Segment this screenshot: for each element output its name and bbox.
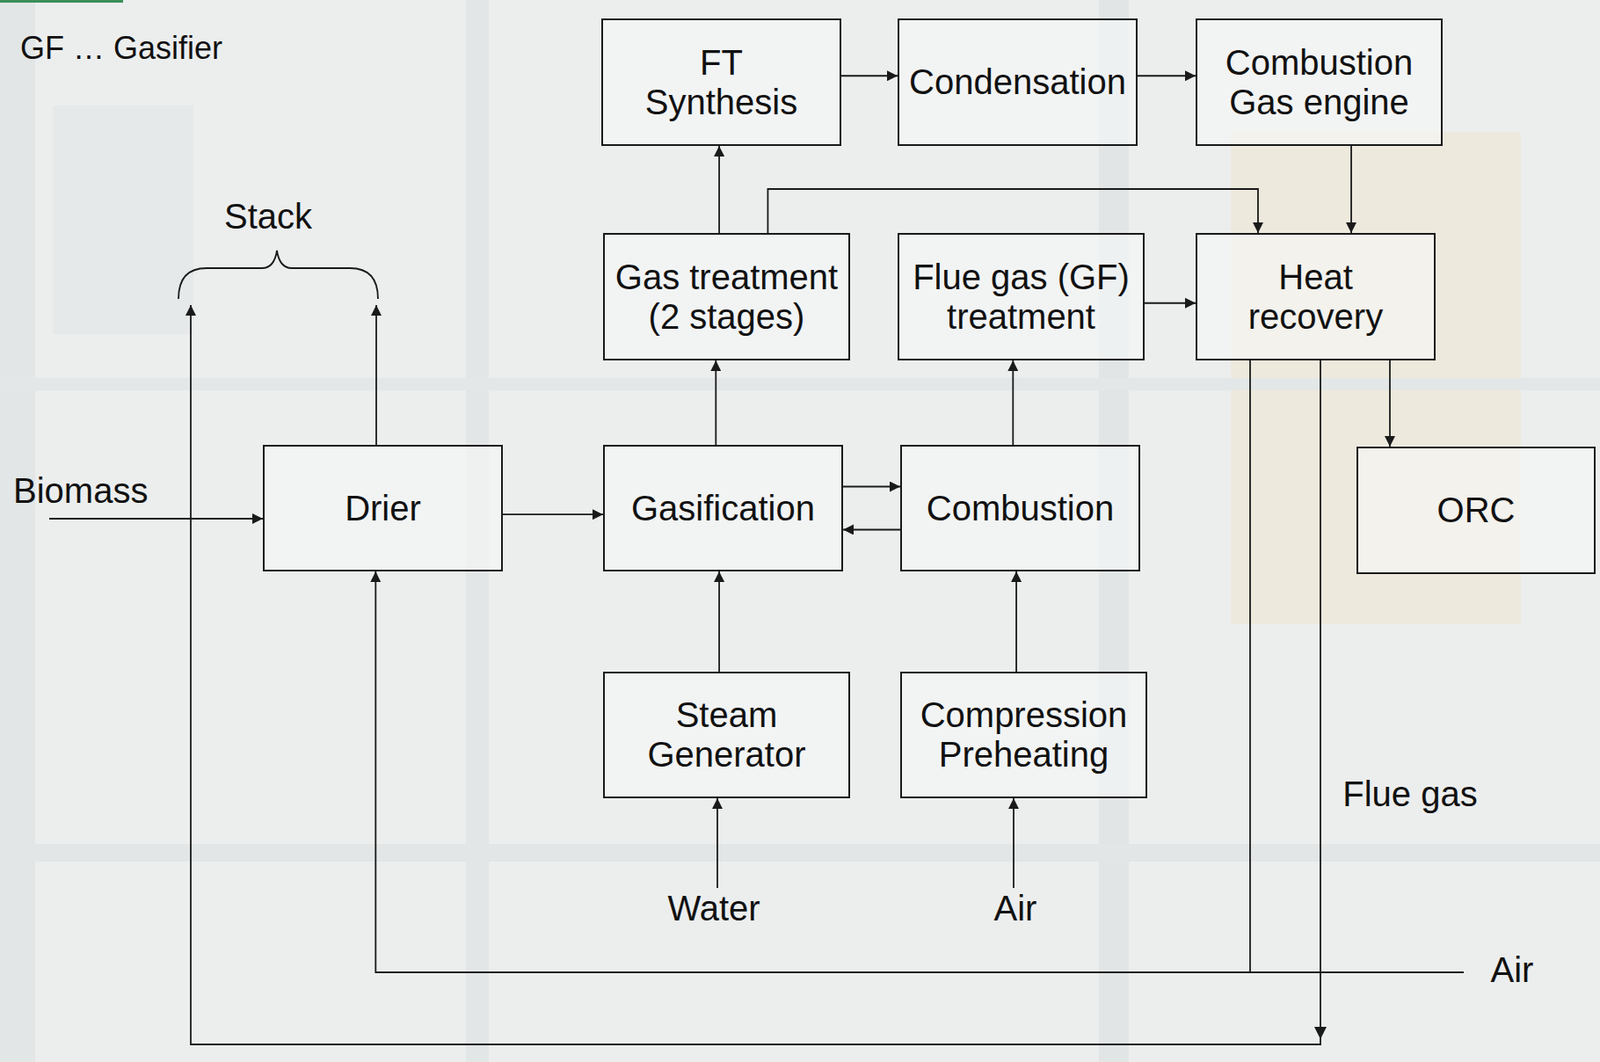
process-box: Heat recovery [1195,232,1436,361]
biomass-feed-line [49,517,263,520]
box-text: Drier [344,488,422,529]
box-text: Steam Generator [613,695,840,775]
box-text: ORC [1437,490,1516,531]
water-feed-line [716,798,719,888]
flue-gas-line [190,305,1321,1045]
flow-arrow [767,189,1259,233]
flow-arrow [1389,360,1391,447]
box-text: Heat recovery [1219,257,1413,337]
flow-arrow [843,529,901,531]
flow-arrow [714,360,717,445]
box-text: Flue gas (GF) treatment [908,257,1135,337]
process-box: Combustion Gas engine [1195,18,1443,146]
process-box: Steam Generator [603,671,851,799]
box-text: Gasification [631,488,815,529]
flow-arrow [1011,360,1014,445]
process-box: Gasification [603,444,844,572]
flow-arrow [718,571,720,672]
box-text: Combustion [926,488,1114,529]
flow-arrowhead [1314,1026,1327,1040]
process-box: Compression Preheating [900,671,1148,799]
stream-label: Flue gas [1342,774,1477,814]
process-box: FT Synthesis [601,18,842,146]
stack-brace [178,250,379,299]
flow-arrow [1015,571,1018,672]
process-box: Condensation [897,18,1138,146]
background-panel [52,105,194,335]
stream-label: Air [1490,950,1535,990]
flow-arrow [843,486,901,488]
stream-label: Stack [224,196,313,236]
stream-label: Water [667,888,760,928]
box-text: Condensation [909,62,1127,102]
drier-exhaust-line [375,305,378,445]
air-feed-line [1012,798,1015,888]
flow-arrow [1350,145,1353,233]
flow-arrow [841,74,898,77]
background-beam [0,0,36,1062]
process-box: Flue gas (GF) treatment [897,232,1145,361]
drying-air-line [1250,971,1464,974]
box-text: FT Synthesis [633,43,810,123]
corner-bar [0,0,124,3]
stream-label: Biomass [13,471,148,510]
process-box: Gas treatment (2 stages) [603,232,851,361]
stream-label: GF … Gasifier [20,30,223,66]
box-text: Compression Preheating [910,695,1137,775]
flow-arrow [375,360,1251,973]
process-box: Drier [262,444,503,572]
flow-arrow [1144,302,1196,305]
flow-arrow [1137,74,1196,77]
box-text: Gas treatment (2 stages) [613,257,840,337]
box-text: Combustion Gas engine [1206,43,1433,123]
flow-arrow [502,513,604,516]
process-box: ORC [1356,446,1596,575]
process-box: Combustion [900,444,1141,572]
background-girder [0,378,1600,391]
stream-label: Air [994,888,1038,928]
background-girder [0,843,1600,862]
flow-arrow [718,145,720,233]
